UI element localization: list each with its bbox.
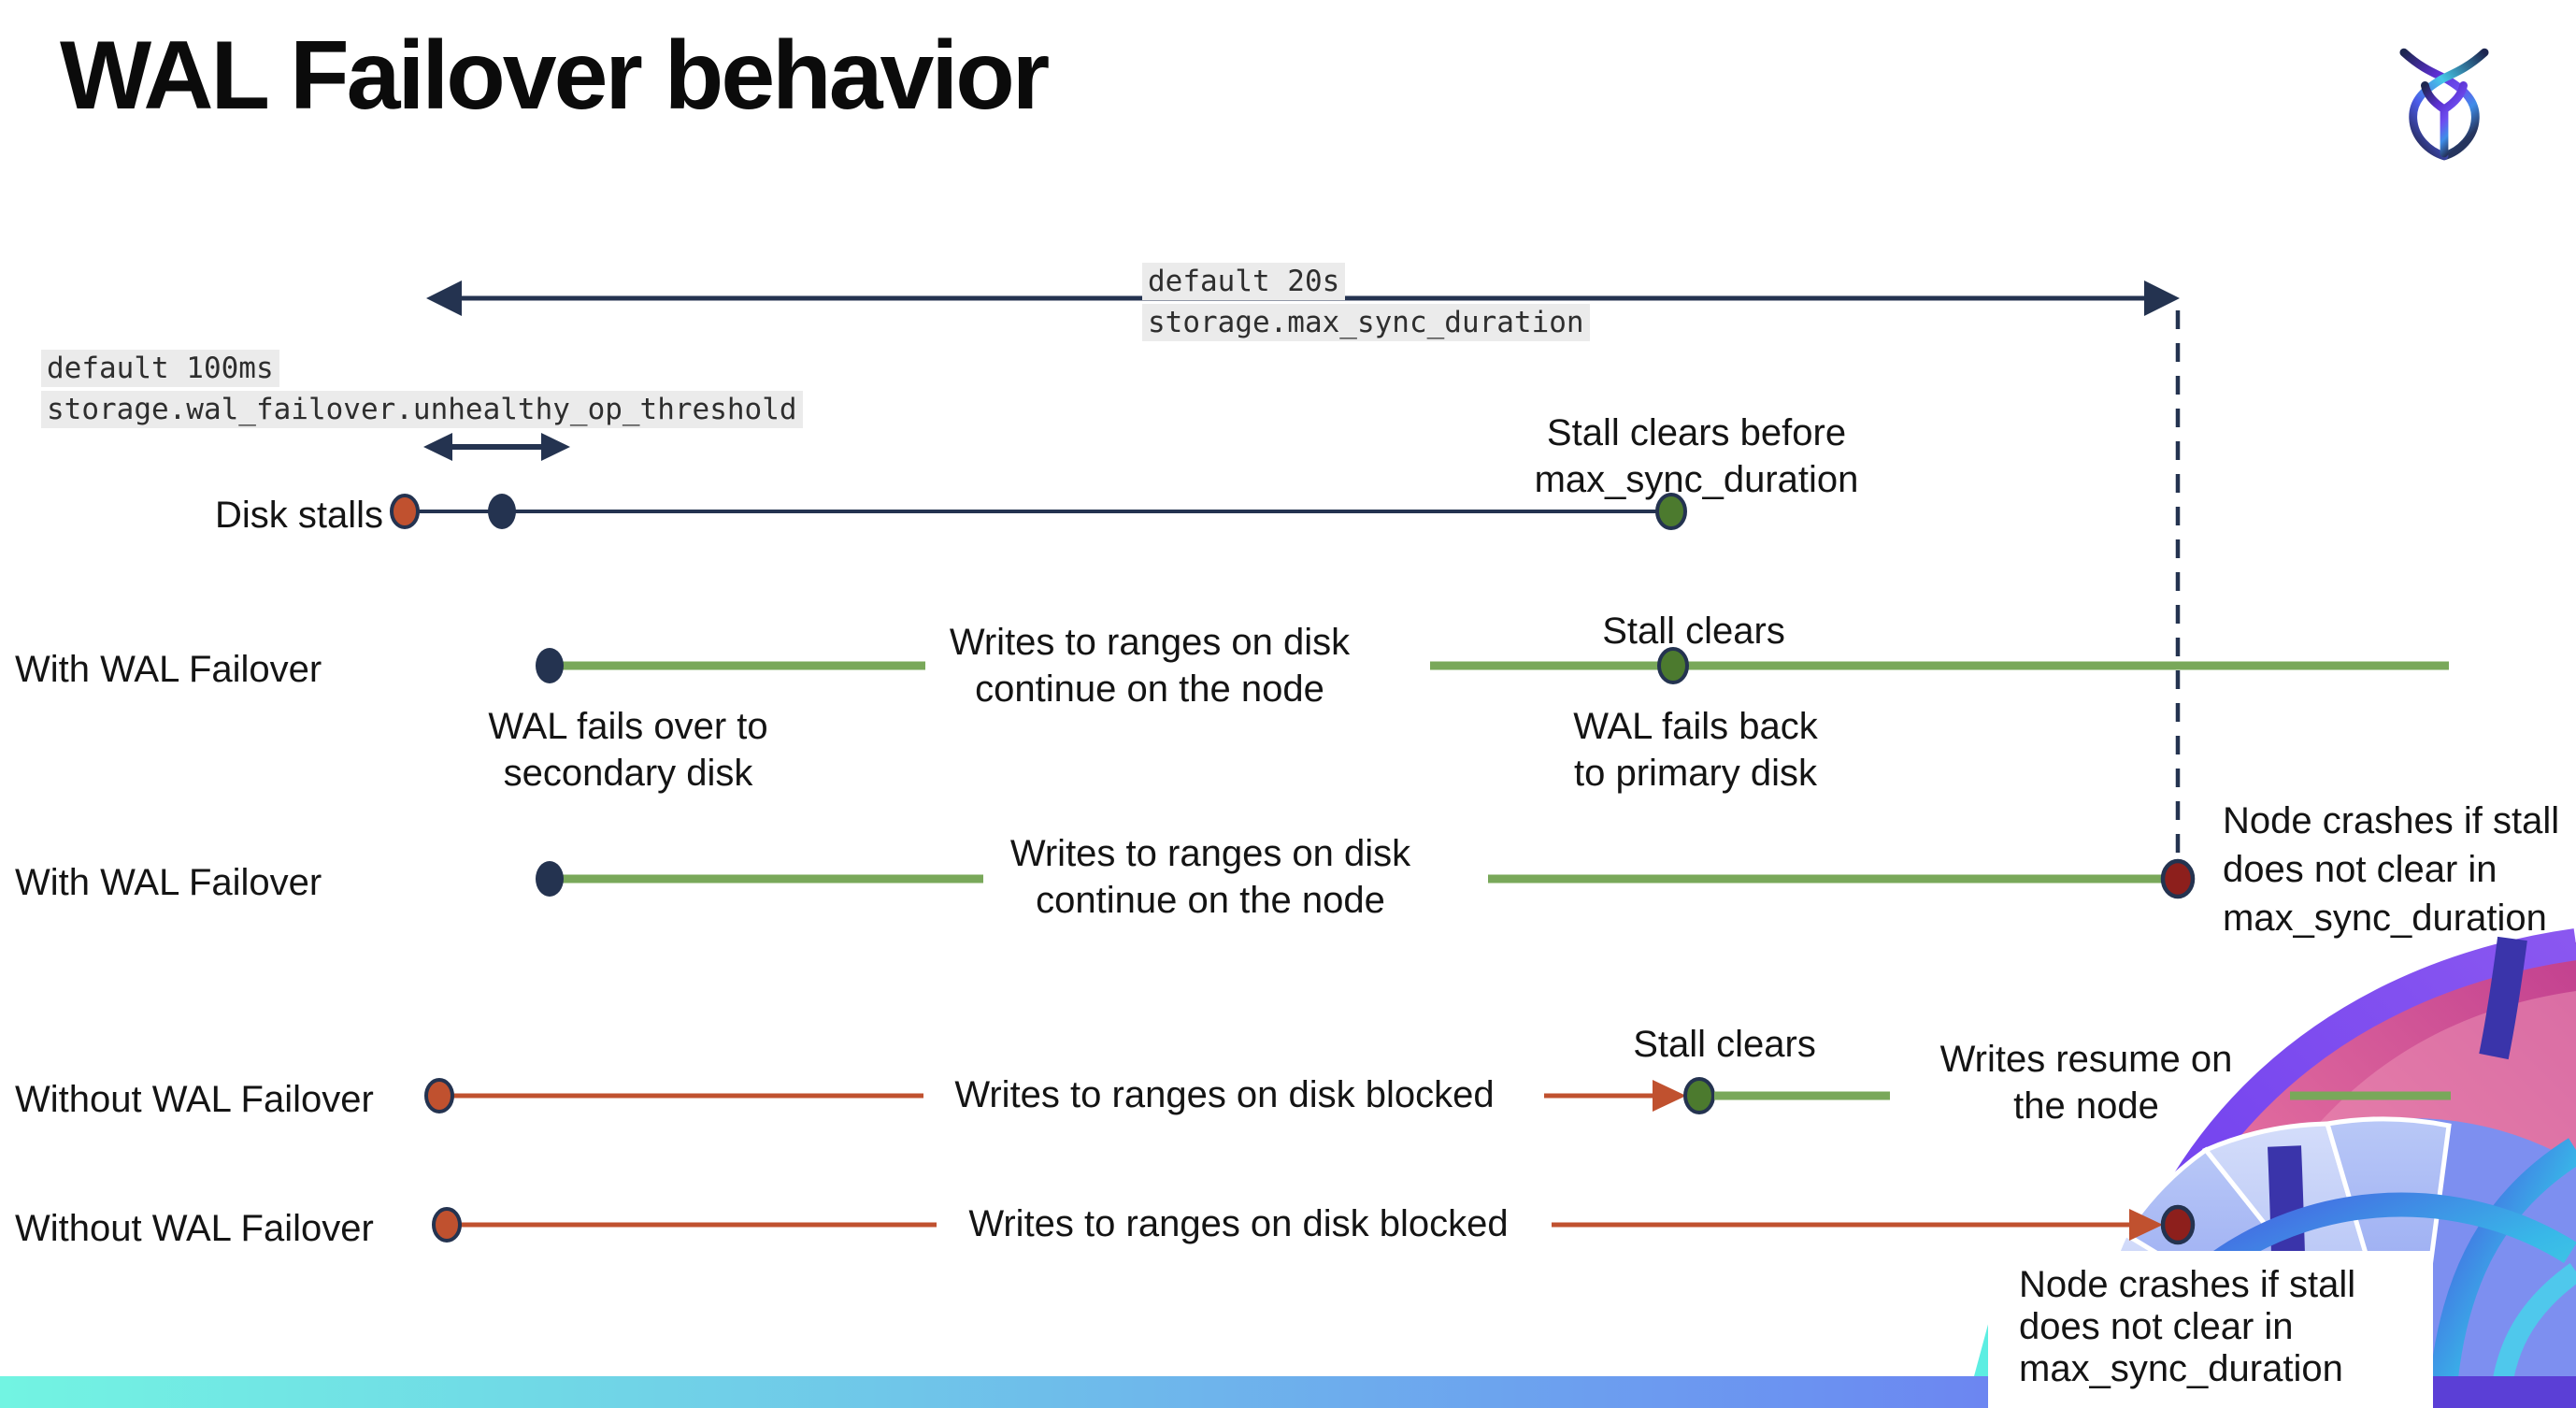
crash-note-card [1988,1251,2433,1408]
artwork-cyan-arc-1 [2427,1138,2576,1408]
failover-dot [536,861,564,897]
node-crash-dot-row5 [2160,1204,2196,1245]
note-wal-fails-back: WAL fails back to primary disk [1573,706,1818,794]
failover-dot [536,648,564,683]
note-stall-clears-row4: Stall clears [1633,1024,1816,1065]
unhealthy-op-default-label: default 100ms [41,350,279,387]
row-without-wal-failover-2 [432,1204,2196,1245]
node-crash-dot-row3 [2160,858,2196,899]
max-sync-duration-callout: default 20s storage.max_sync_duration [1142,263,1590,341]
note-node-crashes-row3: Node crashes if stall does not clear in … [2223,800,2560,939]
row-with-wal-failover-2 [536,858,2196,899]
note-writes-continue-row3: Writes to ranges on disk continue on the… [1009,833,1411,921]
note-writes-blocked-row5: Writes to ranges on disk blocked [968,1203,1509,1244]
logo-body-stem [2421,80,2468,158]
row-label-with-wal-failover-1: With WAL Failover [15,649,322,690]
note-writes-resume: Writes resume on the node [1939,1039,2233,1127]
note-stall-clears-before-max-sync: Stall clears before max_sync_duration [1534,412,1859,500]
artwork-dark-stalk-2 [2479,936,2527,1060]
max-sync-default-label: default 20s [1142,263,1346,300]
stall-clears-dot-row4 [1683,1077,1715,1114]
logo-left-stroke [2399,48,2480,161]
failback-dot [1657,647,1689,684]
page-title: WAL Failover behavior [60,22,1050,130]
row-label-with-wal-failover-2: With WAL Failover [15,862,322,903]
unhealthy-op-setting-label: storage.wal_failover.unhealthy_op_thresh… [41,391,803,428]
row-disk-stalls [390,493,1687,530]
cockroach-labs-logo-icon [2399,48,2489,161]
stall-start-dot [424,1078,454,1113]
row-label-without-wal-failover-2: Without WAL Failover [15,1208,374,1249]
logo-right-stroke [2409,48,2489,161]
unhealthy-op-threshold-callout: default 100ms storage.wal_failover.unhea… [41,350,803,428]
blocked-arrowhead [2129,1209,2163,1241]
note-wal-fails-over: WAL fails over to secondary disk [488,706,768,794]
note-node-crashes-row5: Node crashes if stall does not clear in … [2019,1264,2356,1389]
stall-start-dot [432,1207,462,1243]
note-stall-clears-row2: Stall clears [1602,611,1785,652]
row-with-wal-failover-1 [536,647,2449,684]
row-label-disk-stalls: Disk stalls [214,495,383,536]
note-writes-blocked-row4: Writes to ranges on disk blocked [954,1074,1495,1115]
stall-start-dot [390,494,420,529]
stall-clears-dot-row1 [1655,493,1687,530]
blocked-arrowhead [1653,1080,1686,1112]
max-sync-setting-label: storage.max_sync_duration [1142,304,1590,341]
threshold-reached-dot [488,494,516,529]
row-label-without-wal-failover-1: Without WAL Failover [15,1079,374,1120]
unhealthy-op-threshold-span-arrow [423,433,570,461]
note-writes-continue-row2: Writes to ranges on disk continue on the… [949,622,1351,710]
row-without-wal-failover-1 [424,1077,2451,1114]
